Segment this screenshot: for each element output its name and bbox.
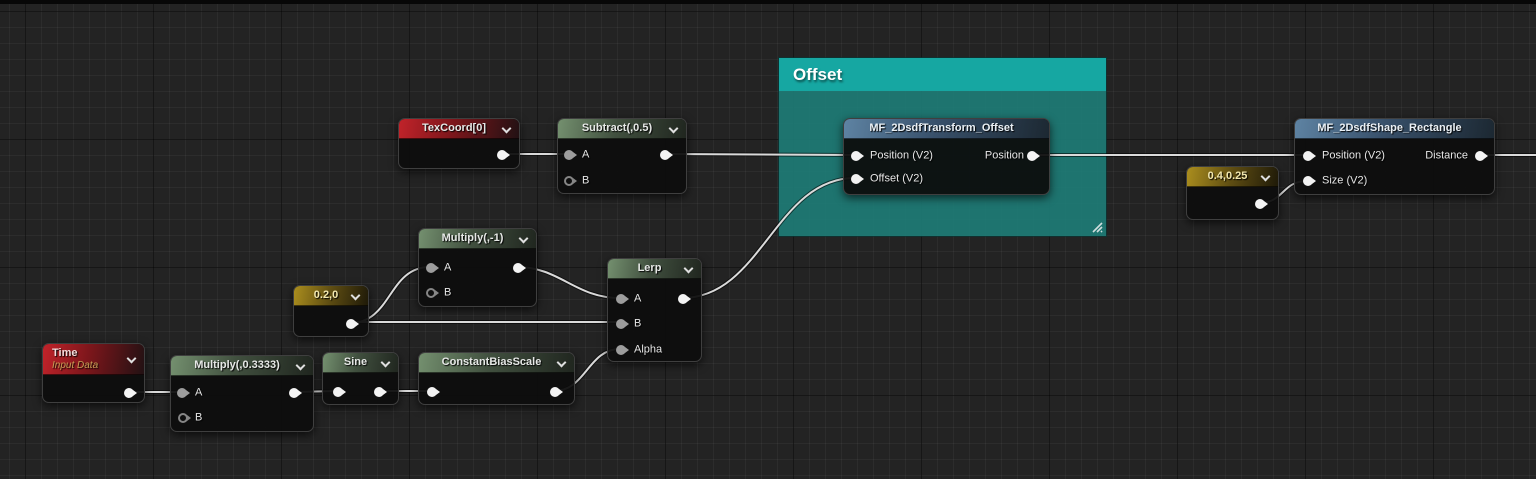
chevron-down-icon[interactable] — [518, 234, 529, 244]
chevron-down-icon[interactable] — [501, 124, 512, 134]
node-title: MF_2DsdfTransform_Offset — [869, 122, 1014, 134]
output-pin[interactable] — [374, 387, 384, 397]
node-header: Time Input Data — [43, 344, 144, 375]
output-pin-distance[interactable] — [1475, 151, 1485, 161]
output-pin[interactable] — [289, 388, 299, 398]
node-subtract[interactable]: Subtract(,0.5) A B — [557, 118, 687, 194]
pin-label: Position (V2) — [870, 149, 933, 162]
pin-label: Position (V2) — [1322, 149, 1385, 162]
node-shape-rectangle[interactable]: MF_2DsdfShape_Rectangle Position (V2) Di… — [1294, 118, 1495, 195]
node-title: 0.2,0 — [313, 289, 339, 301]
output-pin[interactable] — [513, 263, 523, 273]
node-title: ConstantBiasScale — [441, 356, 542, 368]
node-transform-offset[interactable]: MF_2DsdfTransform_Offset Position (V2) P… — [843, 118, 1050, 195]
node-header: ConstantBiasScale — [419, 353, 574, 373]
input-pin-offset[interactable] — [851, 174, 861, 184]
node-constant-02-0[interactable]: 0.2,0 — [293, 285, 369, 337]
node-header: TexCoord[0] — [399, 119, 519, 139]
resize-handle-icon[interactable] — [1090, 220, 1103, 233]
node-header: Multiply(,0.3333) — [171, 356, 313, 376]
node-multiply-03333[interactable]: Multiply(,0.3333) A B — [170, 355, 314, 432]
input-pin-position[interactable] — [1303, 151, 1313, 161]
output-pin[interactable] — [124, 388, 134, 398]
pin-label: Size (V2) — [1322, 174, 1368, 187]
input-pin-a[interactable] — [564, 150, 574, 160]
pin-label: Offset (V2) — [870, 172, 923, 185]
output-pin[interactable] — [550, 387, 560, 397]
node-sine[interactable]: Sine — [322, 352, 399, 405]
node-title: Subtract(,0.5) — [581, 122, 653, 134]
node-title: Multiply(,-1) — [441, 232, 504, 244]
output-pin[interactable] — [660, 150, 670, 160]
output-pin[interactable] — [346, 319, 356, 329]
pin-label: Position — [984, 149, 1024, 162]
node-subtitle: Input Data — [52, 359, 99, 371]
chevron-down-icon[interactable] — [380, 358, 391, 368]
node-header: Subtract(,0.5) — [558, 119, 686, 139]
chevron-down-icon[interactable] — [1260, 172, 1271, 182]
pin-label: A — [195, 386, 203, 399]
node-header: Multiply(,-1) — [419, 229, 536, 249]
input-pin[interactable] — [427, 387, 437, 397]
viewport-top-edge — [0, 0, 1536, 4]
node-multiply-neg1[interactable]: Multiply(,-1) A B — [418, 228, 537, 307]
node-header: 0.4,0.25 — [1187, 167, 1278, 187]
pin-label: B — [582, 174, 590, 187]
node-header: MF_2DsdfShape_Rectangle — [1295, 119, 1494, 139]
node-constant-bias-scale[interactable]: ConstantBiasScale — [418, 352, 575, 405]
node-title: 0.4,0.25 — [1207, 170, 1248, 182]
input-pin-size[interactable] — [1303, 176, 1313, 186]
output-pin[interactable] — [678, 294, 688, 304]
pin-label: B — [195, 411, 203, 424]
node-title: MF_2DsdfShape_Rectangle — [1317, 122, 1462, 134]
chevron-down-icon[interactable] — [126, 354, 137, 364]
output-pin-position[interactable] — [1027, 151, 1037, 161]
input-pin-a[interactable] — [426, 263, 436, 273]
pin-label: A — [634, 292, 642, 305]
input-pin-a[interactable] — [177, 388, 187, 398]
input-pin-a[interactable] — [616, 294, 626, 304]
node-title: TexCoord[0] — [422, 122, 486, 134]
node-header: 0.2,0 — [294, 286, 368, 306]
pin-label: B — [634, 317, 642, 330]
input-pin-b[interactable] — [178, 413, 188, 423]
comment-title: Offset — [793, 64, 843, 84]
pin-label: A — [444, 261, 452, 274]
input-pin-b[interactable] — [616, 319, 626, 329]
node-header: MF_2DsdfTransform_Offset — [844, 119, 1049, 139]
node-title: Time — [52, 346, 78, 359]
node-title: Multiply(,0.3333) — [194, 359, 280, 371]
input-pin-position[interactable] — [851, 151, 861, 161]
node-texcoord[interactable]: TexCoord[0] — [398, 118, 520, 169]
output-pin[interactable] — [497, 150, 507, 160]
comment-header[interactable]: Offset — [779, 58, 1106, 91]
node-title: Sine — [343, 356, 368, 368]
node-header: Sine — [323, 353, 398, 373]
chevron-down-icon[interactable] — [295, 361, 306, 371]
output-pin[interactable] — [1255, 199, 1265, 209]
chevron-down-icon[interactable] — [683, 264, 694, 274]
chevron-down-icon[interactable] — [668, 124, 679, 134]
node-lerp[interactable]: Lerp A B Alpha — [607, 258, 702, 362]
input-pin-b[interactable] — [564, 176, 574, 186]
input-pin-alpha[interactable] — [616, 345, 626, 355]
pin-label: Distance — [1425, 149, 1468, 162]
node-title: Lerp — [637, 262, 662, 274]
pin-label: B — [444, 286, 452, 299]
pin-label: A — [582, 148, 590, 161]
pin-label: Alpha — [634, 343, 663, 356]
input-pin-b[interactable] — [426, 288, 436, 298]
node-constant-04-025[interactable]: 0.4,0.25 — [1186, 166, 1279, 220]
chevron-down-icon[interactable] — [556, 358, 567, 368]
chevron-down-icon[interactable] — [350, 291, 361, 301]
node-time[interactable]: Time Input Data — [42, 343, 145, 403]
node-header: Lerp — [608, 259, 701, 279]
input-pin[interactable] — [333, 387, 343, 397]
